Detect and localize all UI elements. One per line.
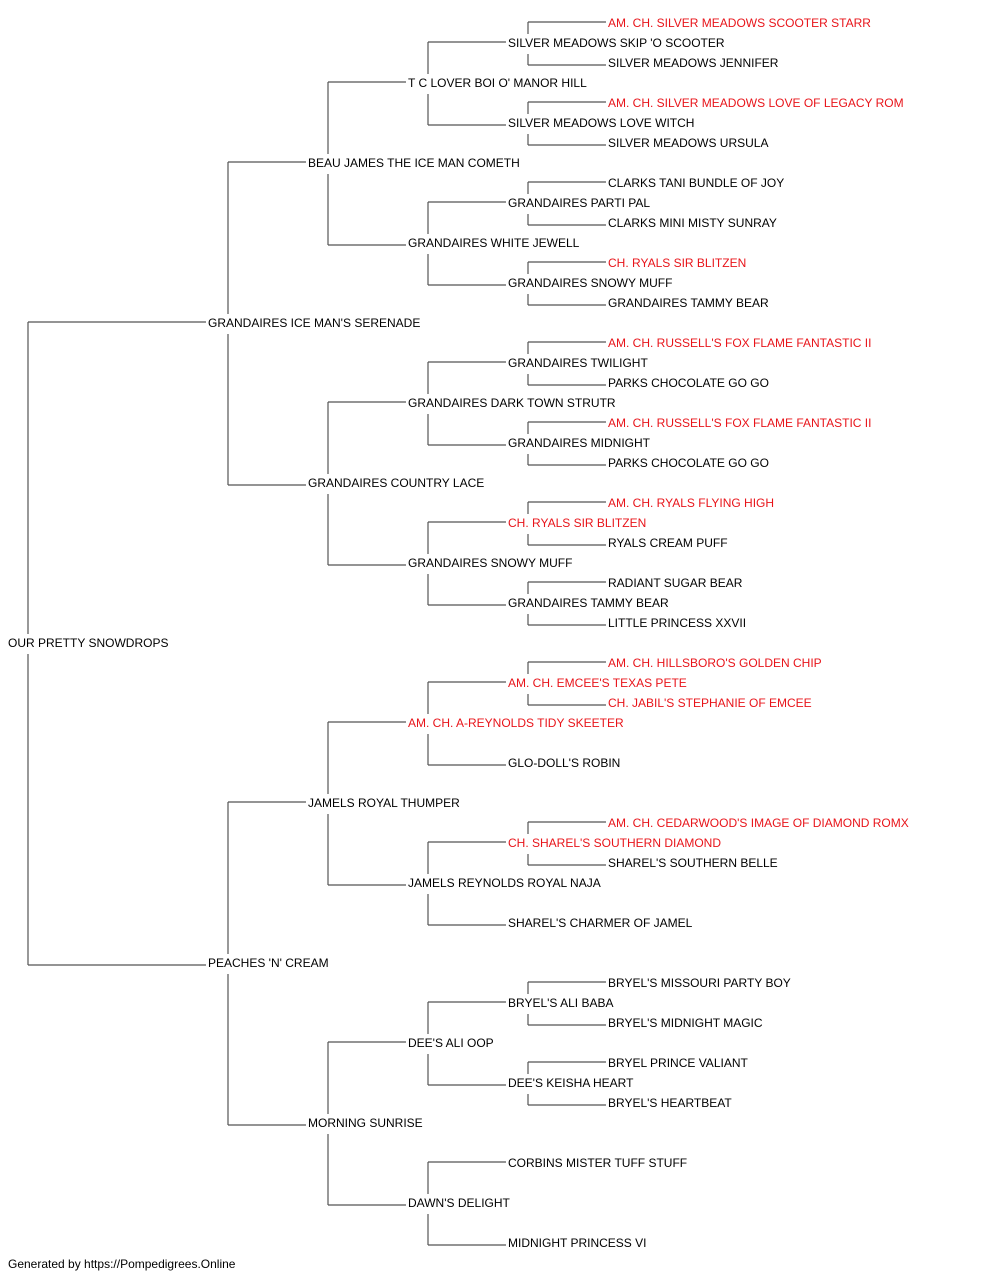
pedigree-entry-ddds: CORBINS MISTER TUFF STUFF: [508, 1156, 687, 1170]
pedigree-entry-sdd: GRANDAIRES SNOWY MUFF: [408, 556, 572, 570]
pedigree-entry-sddss: AM. CH. RYALS FLYING HIGH: [608, 496, 774, 510]
pedigree-entry-dss: AM. CH. A-REYNOLDS TIDY SKEETER: [408, 716, 624, 730]
pedigree-entry-ssd: GRANDAIRES WHITE JEWELL: [408, 236, 580, 250]
pedigree-connector-lines: [27, 21, 606, 1246]
pedigree-entry-ds: JAMELS ROYAL THUMPER: [308, 796, 460, 810]
pedigree-entry-sddd: GRANDAIRES TAMMY BEAR: [508, 596, 669, 610]
pedigree-entry-ddssd: BRYEL'S MIDNIGHT MAGIC: [608, 1016, 763, 1030]
pedigree-entry-ssds: GRANDAIRES PARTI PAL: [508, 196, 650, 210]
pedigree-entry-sssd: SILVER MEADOWS LOVE WITCH: [508, 116, 694, 130]
pedigree-entry-sds: GRANDAIRES DARK TOWN STRUTR: [408, 396, 616, 410]
pedigree-labels: OUR PRETTY SNOWDROPS GRANDAIRES ICE MAN'S…: [8, 16, 909, 1250]
pedigree-entry-dsssd: CH. JABIL'S STEPHANIE OF EMCEE: [608, 696, 812, 710]
pedigree-entry-sdds: CH. RYALS SIR BLITZEN: [508, 516, 646, 530]
pedigree-entry-ssdss: CLARKS TANI BUNDLE OF JOY: [608, 176, 784, 190]
pedigree-entry-sdssd: PARKS CHOCOLATE GO GO: [608, 376, 769, 390]
footer-credit: Generated by https://Pompedigrees.Online: [8, 1257, 236, 1271]
pedigree-entry-dsds: CH. SHAREL'S SOUTHERN DIAMOND: [508, 836, 721, 850]
pedigree-entry-dsdsd: SHAREL'S SOUTHERN BELLE: [608, 856, 778, 870]
pedigree-entry-sd: GRANDAIRES COUNTRY LACE: [308, 476, 484, 490]
pedigree-entry-ddsd: DEE'S KEISHA HEART: [508, 1076, 634, 1090]
pedigree-entry-ssdd: GRANDAIRES SNOWY MUFF: [508, 276, 672, 290]
pedigree-entry-sdsss: AM. CH. RUSSELL'S FOX FLAME FANTASTIC II: [608, 336, 871, 350]
pedigree-entry-dds: DEE'S ALI OOP: [408, 1036, 494, 1050]
pedigree-entry-sdddd: LITTLE PRINCESS XXVII: [608, 616, 746, 630]
pedigree-entry-sdss: GRANDAIRES TWILIGHT: [508, 356, 648, 370]
pedigree-entry-sssss: AM. CH. SILVER MEADOWS SCOOTER STARR: [608, 16, 871, 30]
pedigree-entry-dsdss: AM. CH. CEDARWOOD'S IMAGE OF DIAMOND ROM…: [608, 816, 909, 830]
pedigree-entry-sdsd: GRANDAIRES MIDNIGHT: [508, 436, 651, 450]
pedigree-entry-sss: T C LOVER BOI O' MANOR HILL: [408, 76, 587, 90]
pedigree-entry-dsdd: SHAREL'S CHARMER OF JAMEL: [508, 916, 693, 930]
pedigree-entry-dsss: AM. CH. EMCEE'S TEXAS PETE: [508, 676, 687, 690]
pedigree-entry-dd: MORNING SUNRISE: [308, 1116, 423, 1130]
pedigree-entry-sddds: RADIANT SUGAR BEAR: [608, 576, 743, 590]
pedigree-entry-sdsds: AM. CH. RUSSELL'S FOX FLAME FANTASTIC II: [608, 416, 871, 430]
pedigree-entry-ssddd: GRANDAIRES TAMMY BEAR: [608, 296, 769, 310]
pedigree-entry-ssdds: CH. RYALS SIR BLITZEN: [608, 256, 746, 270]
pedigree-entry-ddsds: BRYEL PRINCE VALIANT: [608, 1056, 748, 1070]
pedigree-entry-ddsss: BRYEL'S MISSOURI PARTY BOY: [608, 976, 791, 990]
pedigree-entry-dssd: GLO-DOLL'S ROBIN: [508, 756, 620, 770]
pedigree-entry-s: GRANDAIRES ICE MAN'S SERENADE: [208, 316, 420, 330]
pedigree-entry-ss: BEAU JAMES THE ICE MAN COMETH: [308, 156, 520, 170]
pedigree-entry-ssdsd: CLARKS MINI MISTY SUNRAY: [608, 216, 777, 230]
pedigree-entry-sddsd: RYALS CREAM PUFF: [608, 536, 728, 550]
pedigree-entry-root: OUR PRETTY SNOWDROPS: [8, 636, 168, 650]
pedigree-entry-ddd: DAWN'S DELIGHT: [408, 1196, 511, 1210]
pedigree-tree: OUR PRETTY SNOWDROPS GRANDAIRES ICE MAN'S…: [8, 16, 909, 1250]
pedigree-entry-d: PEACHES 'N' CREAM: [208, 956, 329, 970]
pedigree-entry-ddss: BRYEL'S ALI BABA: [508, 996, 613, 1010]
pedigree-entry-dddd: MIDNIGHT PRINCESS VI: [508, 1236, 646, 1250]
pedigree-entry-sssdd: SILVER MEADOWS URSULA: [608, 136, 768, 150]
pedigree-entry-sssds: AM. CH. SILVER MEADOWS LOVE OF LEGACY RO…: [608, 96, 904, 110]
pedigree-entry-ssssd: SILVER MEADOWS JENNIFER: [608, 56, 779, 70]
pedigree-entry-ssss: SILVER MEADOWS SKIP 'O SCOOTER: [508, 36, 725, 50]
pedigree-entry-dssss: AM. CH. HILLSBORO'S GOLDEN CHIP: [608, 656, 822, 670]
pedigree-entry-sdsdd: PARKS CHOCOLATE GO GO: [608, 456, 769, 470]
pedigree-entry-ddsdd: BRYEL'S HEARTBEAT: [608, 1096, 732, 1110]
pedigree-entry-dsd: JAMELS REYNOLDS ROYAL NAJA: [408, 876, 601, 890]
